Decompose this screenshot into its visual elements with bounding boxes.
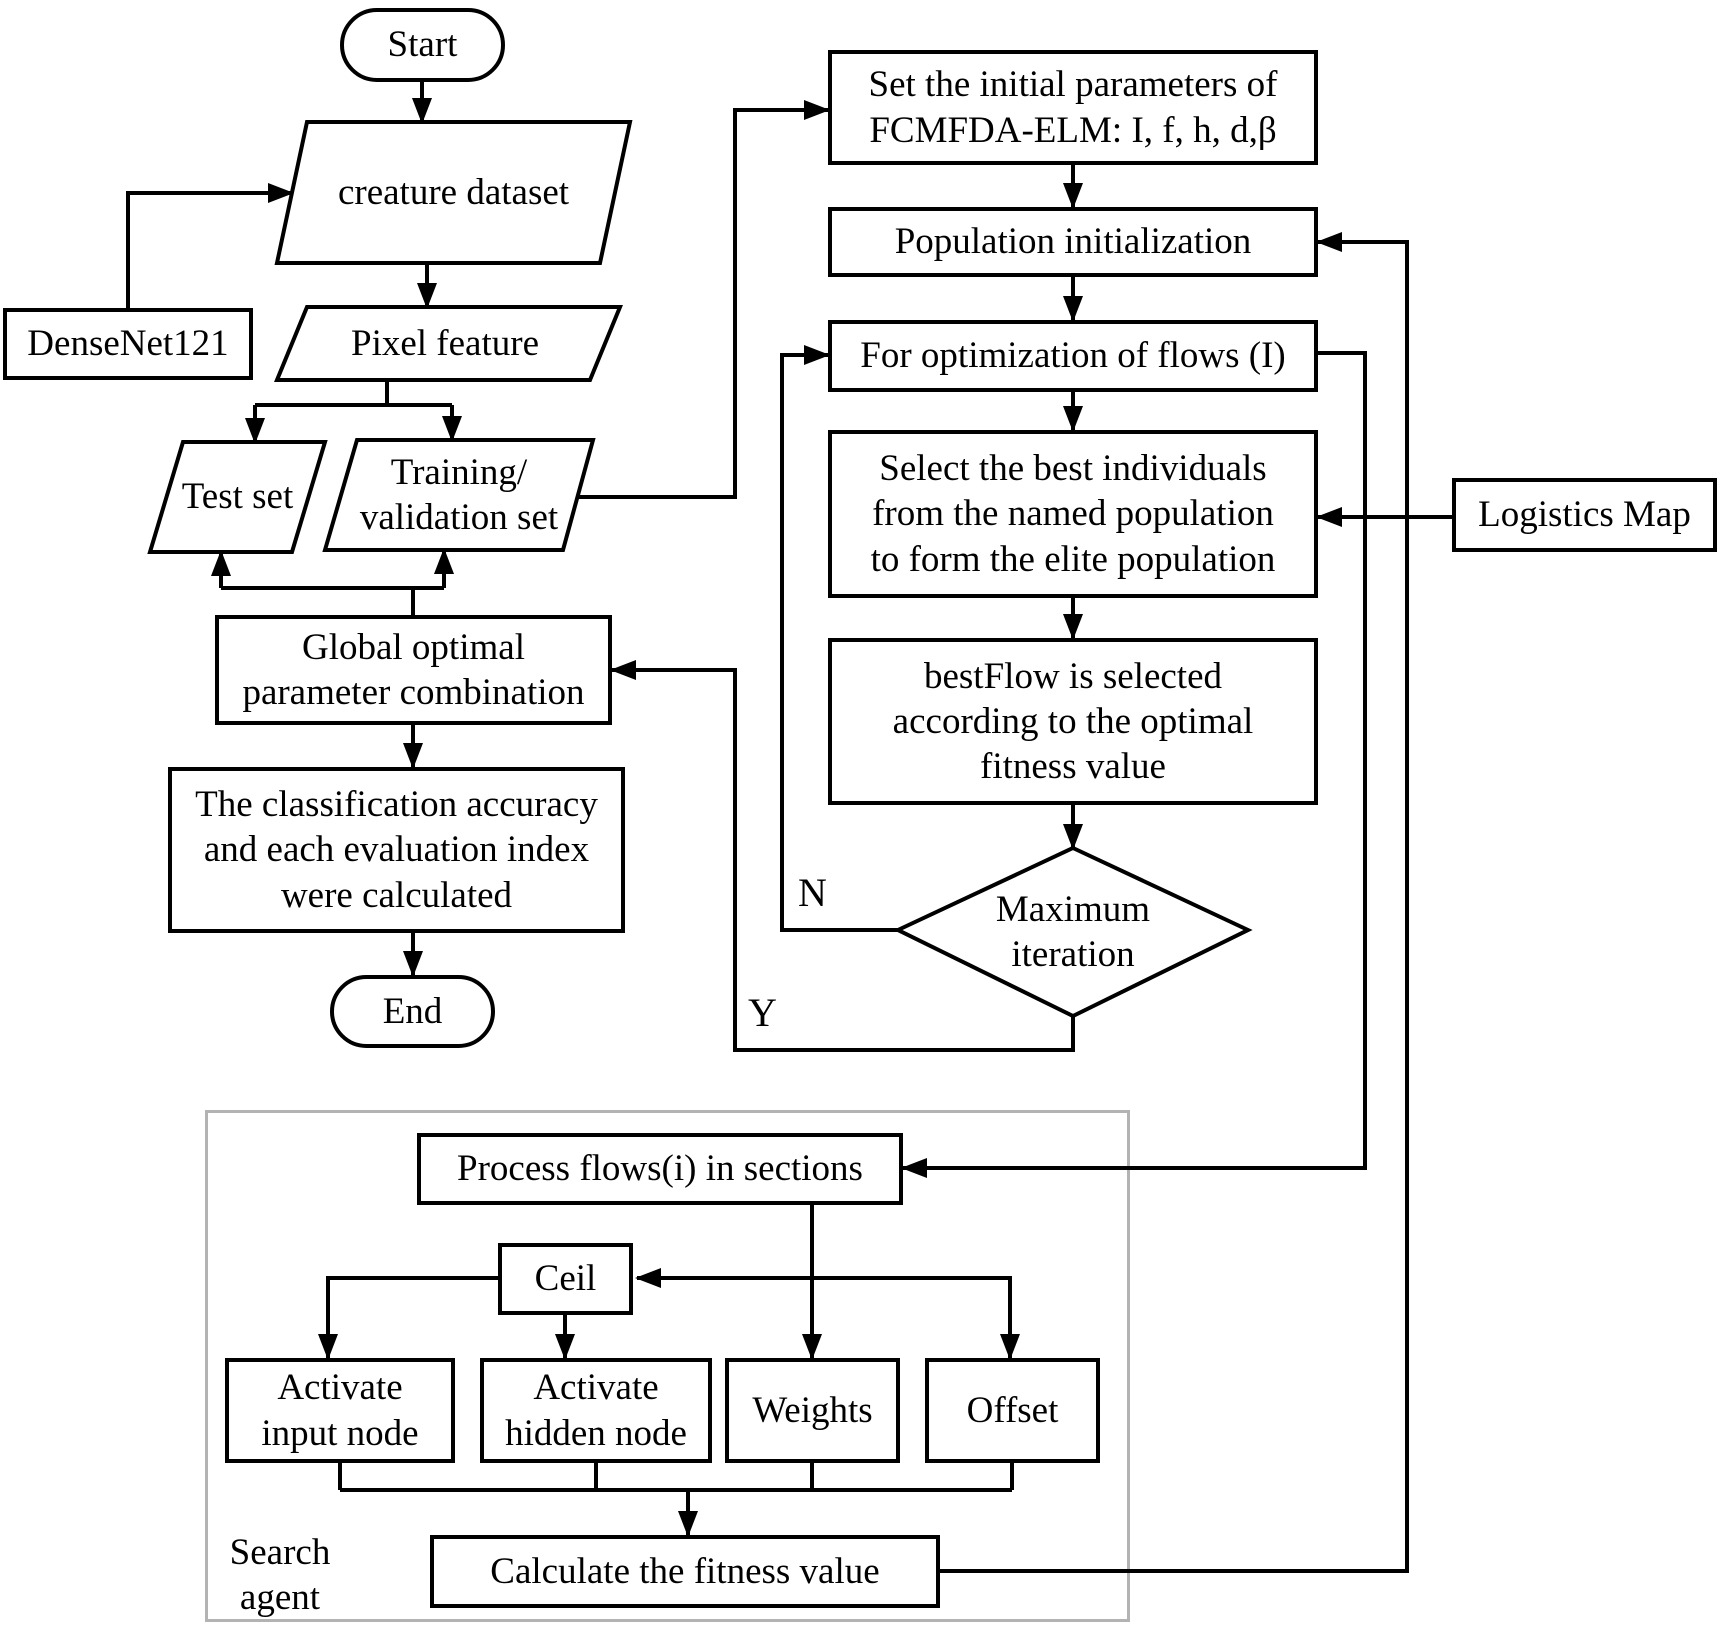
node-creature-dataset: creature dataset bbox=[290, 122, 617, 263]
edge-densenet-to-creature bbox=[126, 183, 294, 308]
densenet121-label: DenseNet121 bbox=[27, 323, 229, 365]
process-flows-label: Process flows(i) in sections bbox=[457, 1148, 863, 1190]
node-classification-accuracy: The classification accuracy and each eva… bbox=[168, 767, 625, 933]
no-label: N bbox=[798, 869, 827, 915]
population-initialization-label: Population initialization bbox=[894, 221, 1252, 263]
logistics-map-label: Logistics Map bbox=[1478, 494, 1691, 536]
node-end: End bbox=[330, 975, 495, 1048]
pixel-feature-parallelogram bbox=[274, 305, 623, 382]
search-agent-label: Search agent bbox=[215, 1532, 345, 1618]
weights-label: Weights bbox=[752, 1389, 873, 1431]
edge-training-to-setinitial bbox=[578, 100, 830, 499]
search-agent-text: Search agent bbox=[229, 1531, 331, 1618]
node-logistics-map: Logistics Map bbox=[1452, 478, 1717, 552]
node-set-initial-parameters: Set the initial parameters of FCMFDA-ELM… bbox=[828, 50, 1318, 165]
node-training-validation-set: Training/ validation set bbox=[330, 440, 588, 550]
training-validation-parallelogram bbox=[322, 438, 596, 552]
test-set-label: Test set bbox=[181, 476, 294, 518]
node-offset: Offset bbox=[925, 1358, 1100, 1463]
node-start: Start bbox=[340, 8, 505, 82]
node-maximum-iteration: Maximum iteration bbox=[948, 862, 1198, 1002]
node-test-set: Test set bbox=[155, 442, 320, 552]
edge-global-up-bus bbox=[221, 586, 444, 615]
node-activate-hidden-node: Activate hidden node bbox=[480, 1358, 712, 1463]
edge-calculate-to-population bbox=[940, 232, 1409, 1573]
node-global-optimal: Global optimal parameter combination bbox=[215, 615, 612, 725]
select-best-individuals-label: Select the best individuals from the nam… bbox=[870, 448, 1276, 580]
node-bestflow: bestFlow is selected according to the op… bbox=[828, 638, 1318, 805]
ceil-label: Ceil bbox=[534, 1258, 597, 1300]
node-weights: Weights bbox=[725, 1358, 900, 1463]
search-agent-container bbox=[205, 1110, 1130, 1622]
edge-bottom-bus bbox=[338, 1463, 1014, 1492]
training-validation-label: Training/ validation set bbox=[359, 451, 559, 538]
branch-label-no: N bbox=[790, 868, 835, 918]
node-activate-input-node: Activate input node bbox=[225, 1358, 455, 1463]
maximum-iteration-diamond bbox=[893, 845, 1253, 1019]
creature-dataset-parallelogram bbox=[274, 120, 633, 265]
node-ceil: Ceil bbox=[498, 1243, 633, 1315]
creature-dataset-label: creature dataset bbox=[337, 171, 570, 213]
yes-label: Y bbox=[748, 989, 777, 1035]
calculate-fitness-label: Calculate the fitness value bbox=[490, 1550, 880, 1592]
edge-ceil-to-input bbox=[318, 1276, 498, 1360]
node-calculate-fitness: Calculate the fitness value bbox=[430, 1535, 940, 1608]
branch-label-yes: Y bbox=[740, 988, 785, 1038]
edge-to-offset bbox=[812, 1276, 1020, 1360]
activate-hidden-node-label: Activate hidden node bbox=[505, 1367, 687, 1454]
edge-foropt-to-processflows bbox=[901, 351, 1367, 1178]
classification-accuracy-label: The classification accuracy and each eva… bbox=[195, 784, 598, 916]
set-initial-parameters-label: Set the initial parameters of FCMFDA-ELM… bbox=[868, 64, 1278, 151]
edge-diamond-yes-to-global bbox=[610, 660, 1075, 1052]
edge-diamond-no-loop bbox=[780, 345, 898, 932]
activate-input-node-label: Activate input node bbox=[261, 1367, 419, 1454]
end-label: End bbox=[382, 990, 443, 1032]
pixel-feature-label: Pixel feature bbox=[351, 322, 539, 364]
maximum-iteration-label: Maximum iteration bbox=[995, 888, 1151, 975]
node-densenet121: DenseNet121 bbox=[3, 308, 253, 380]
test-set-parallelogram bbox=[147, 440, 328, 554]
node-population-initialization: Population initialization bbox=[828, 207, 1318, 277]
start-label: Start bbox=[387, 24, 458, 66]
node-for-optimization: For optimization of flows (I) bbox=[828, 320, 1318, 392]
offset-label: Offset bbox=[966, 1389, 1059, 1431]
node-process-flows: Process flows(i) in sections bbox=[417, 1133, 903, 1205]
global-optimal-label: Global optimal parameter combination bbox=[242, 626, 585, 713]
bestflow-label: bestFlow is selected according to the op… bbox=[892, 655, 1254, 788]
edge-pixel-split-bus bbox=[255, 380, 452, 407]
node-pixel-feature: Pixel feature bbox=[285, 307, 605, 380]
node-select-best-individuals: Select the best individuals from the nam… bbox=[828, 430, 1318, 598]
for-optimization-label: For optimization of flows (I) bbox=[860, 335, 1286, 377]
